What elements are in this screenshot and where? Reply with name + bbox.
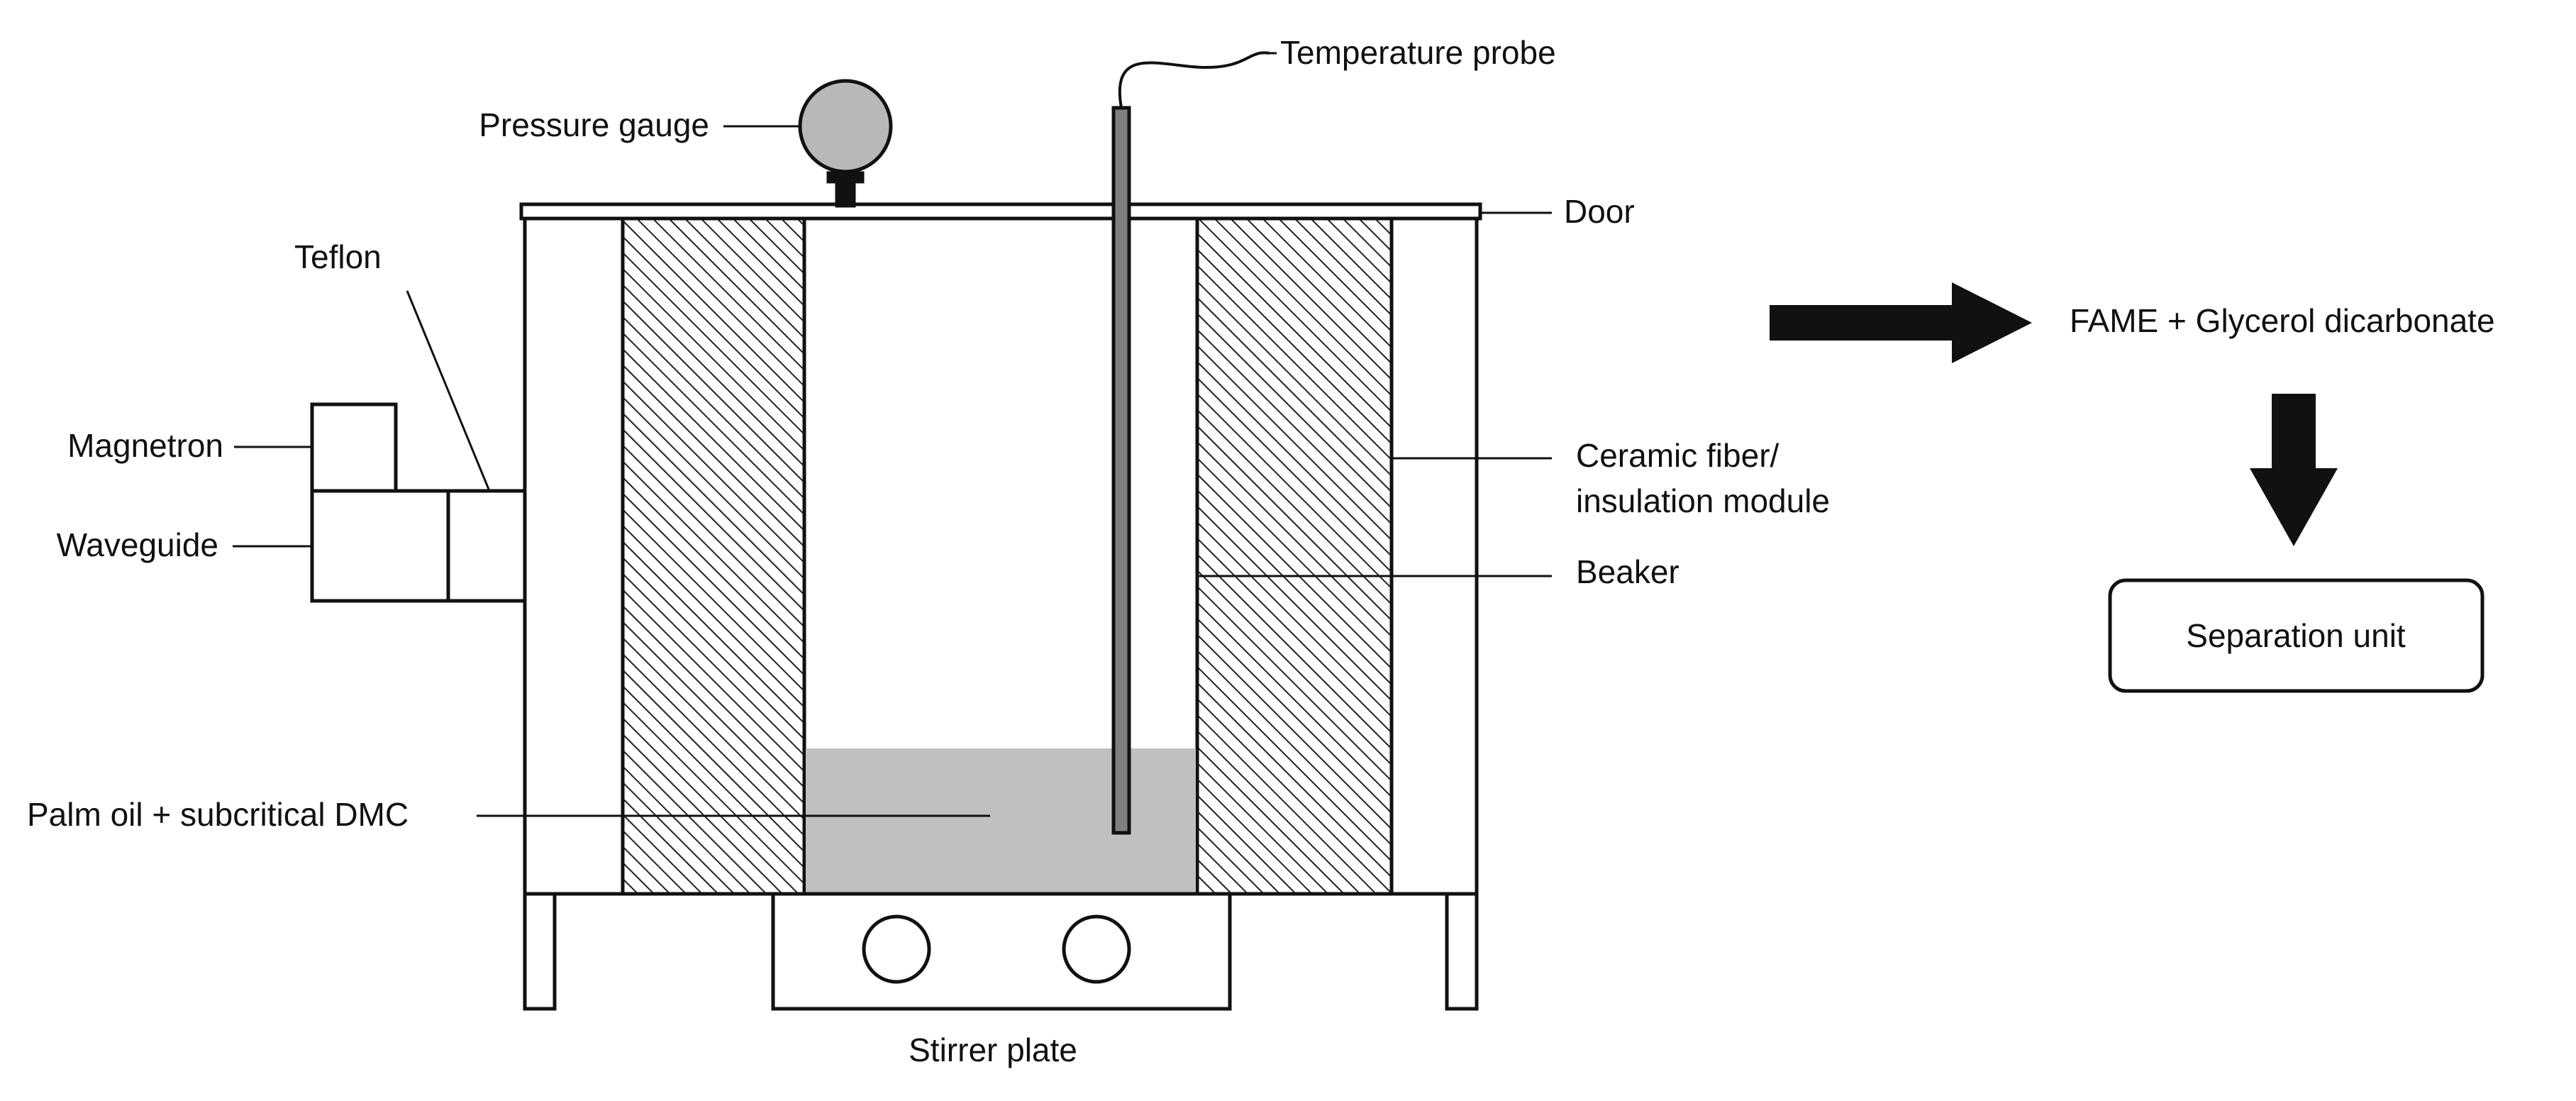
pressure-gauge xyxy=(798,79,893,174)
stirrer-knob-left xyxy=(862,914,931,984)
label-stirrer-plate: Stirrer plate xyxy=(909,1031,1077,1068)
temperature-probe-cable xyxy=(1118,51,1270,109)
leader-teflon xyxy=(406,290,491,492)
waveguide xyxy=(310,489,450,603)
label-product: FAME + Glycerol dicarbonate xyxy=(2070,302,2495,339)
door xyxy=(519,202,1482,221)
pressure-gauge-stem-base xyxy=(826,171,865,184)
arrow-right xyxy=(1770,282,2032,363)
separation-unit-box xyxy=(2108,578,2485,693)
label-ceramic-fiber-line2: insulation module xyxy=(1576,482,1830,519)
label-magnetron: Magnetron xyxy=(67,427,223,464)
insulation-module-left xyxy=(621,216,806,896)
leg-left xyxy=(523,892,557,1011)
leg-right xyxy=(1445,892,1479,1011)
liquid-palm-oil xyxy=(806,748,1196,892)
temperature-probe xyxy=(1111,106,1131,835)
stirrer-knob-right xyxy=(1062,914,1131,984)
label-teflon: Teflon xyxy=(294,238,382,275)
label-separation-unit: Separation unit xyxy=(2186,617,2406,654)
label-door: Door xyxy=(1564,193,1635,230)
label-ceramic-fiber-line1: Ceramic fiber/ xyxy=(1576,437,1780,474)
magnetron xyxy=(310,402,398,493)
arrow-down xyxy=(2250,394,2338,546)
label-waveguide: Waveguide xyxy=(57,526,218,563)
insulation-module-right xyxy=(1195,216,1394,896)
label-palm-oil: Palm oil + subcritical DMC xyxy=(27,796,409,833)
stirrer-plate xyxy=(771,892,1232,1011)
label-beaker: Beaker xyxy=(1576,553,1680,590)
label-pressure-gauge: Pressure gauge xyxy=(479,106,709,143)
label-temperature-probe: Temperature probe xyxy=(1280,34,1556,71)
teflon xyxy=(446,489,527,603)
